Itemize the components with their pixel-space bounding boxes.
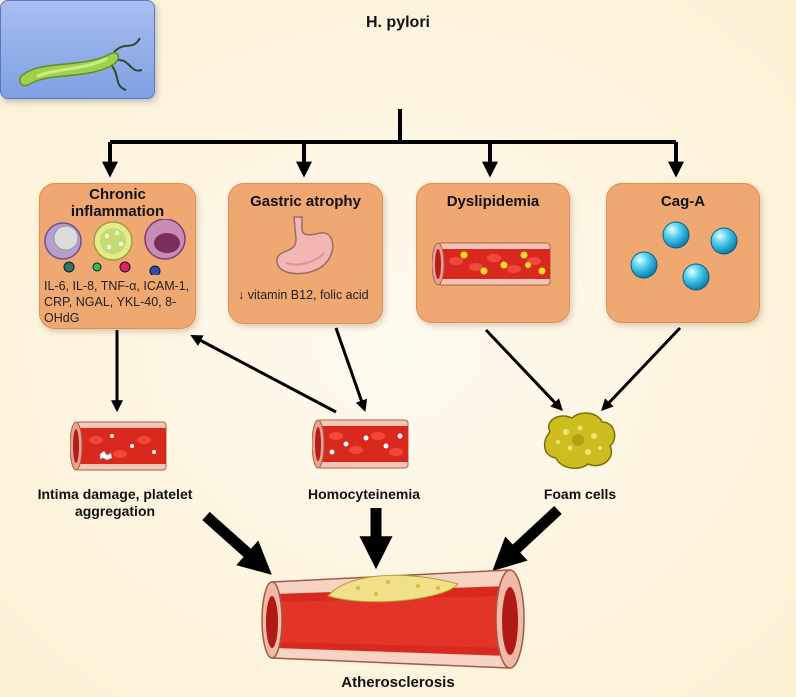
immune-cells-icon [44, 219, 186, 275]
arrow-atrophy-to-homocyteinemia [334, 327, 368, 412]
cag-a-title: Cag-A [660, 193, 706, 210]
chronic-inflammation-box: Chronic inflammation IL-6, IL-8, TNF-α, … [39, 183, 196, 329]
vitamin-text: ↓ vitamin B12, folic acid [238, 288, 369, 302]
arrow-caga-to-foam [601, 326, 682, 412]
caga-protein-icon [630, 221, 738, 291]
arrow-homocyteinemia-to-inflammation [190, 335, 337, 414]
big-arrow-foam-to-atherosclerosis [492, 505, 562, 571]
h-pylori-title: H. pylori [365, 14, 430, 31]
chronic-inflammation-title: Chronic inflammation [70, 186, 165, 220]
foam-cell-icon [543, 412, 616, 470]
dyslipidemia-title: Dyslipidemia [446, 193, 540, 210]
atherosclerotic-artery-icon [261, 569, 525, 669]
gastric-atrophy-box: Gastric atrophy ↓ vitamin B12, folic aci… [228, 183, 383, 324]
h-pylori-box: H. pylori [0, 0, 430, 99]
cag-a-box: Cag-A [606, 183, 760, 323]
gastric-atrophy-title: Gastric atrophy [250, 193, 361, 210]
big-arrow-intima-to-atherosclerosis [202, 511, 272, 575]
foam-cells-label: Foam cells [543, 486, 617, 502]
arrow-dyslipidemia-to-foam [484, 328, 563, 412]
dyslipidemia-box: Dyslipidemia [416, 183, 570, 323]
homocyteinemia-label: Homocyteinemia [307, 486, 421, 502]
damaged-vessel-icon [70, 421, 167, 471]
homocysteine-vessel-icon [312, 419, 409, 469]
bacterium-icon [19, 37, 143, 91]
lipid-vessel-icon [432, 242, 551, 286]
stomach-icon [276, 216, 334, 275]
intima-damage-label: Intima damage, platelet aggregation [37, 486, 193, 519]
atherosclerosis-label: Atherosclerosis [341, 674, 455, 691]
inflammation-markers-text: IL-6, IL-8, TNF-α, ICAM-1, CRP, NGAL, YK… [44, 279, 190, 325]
